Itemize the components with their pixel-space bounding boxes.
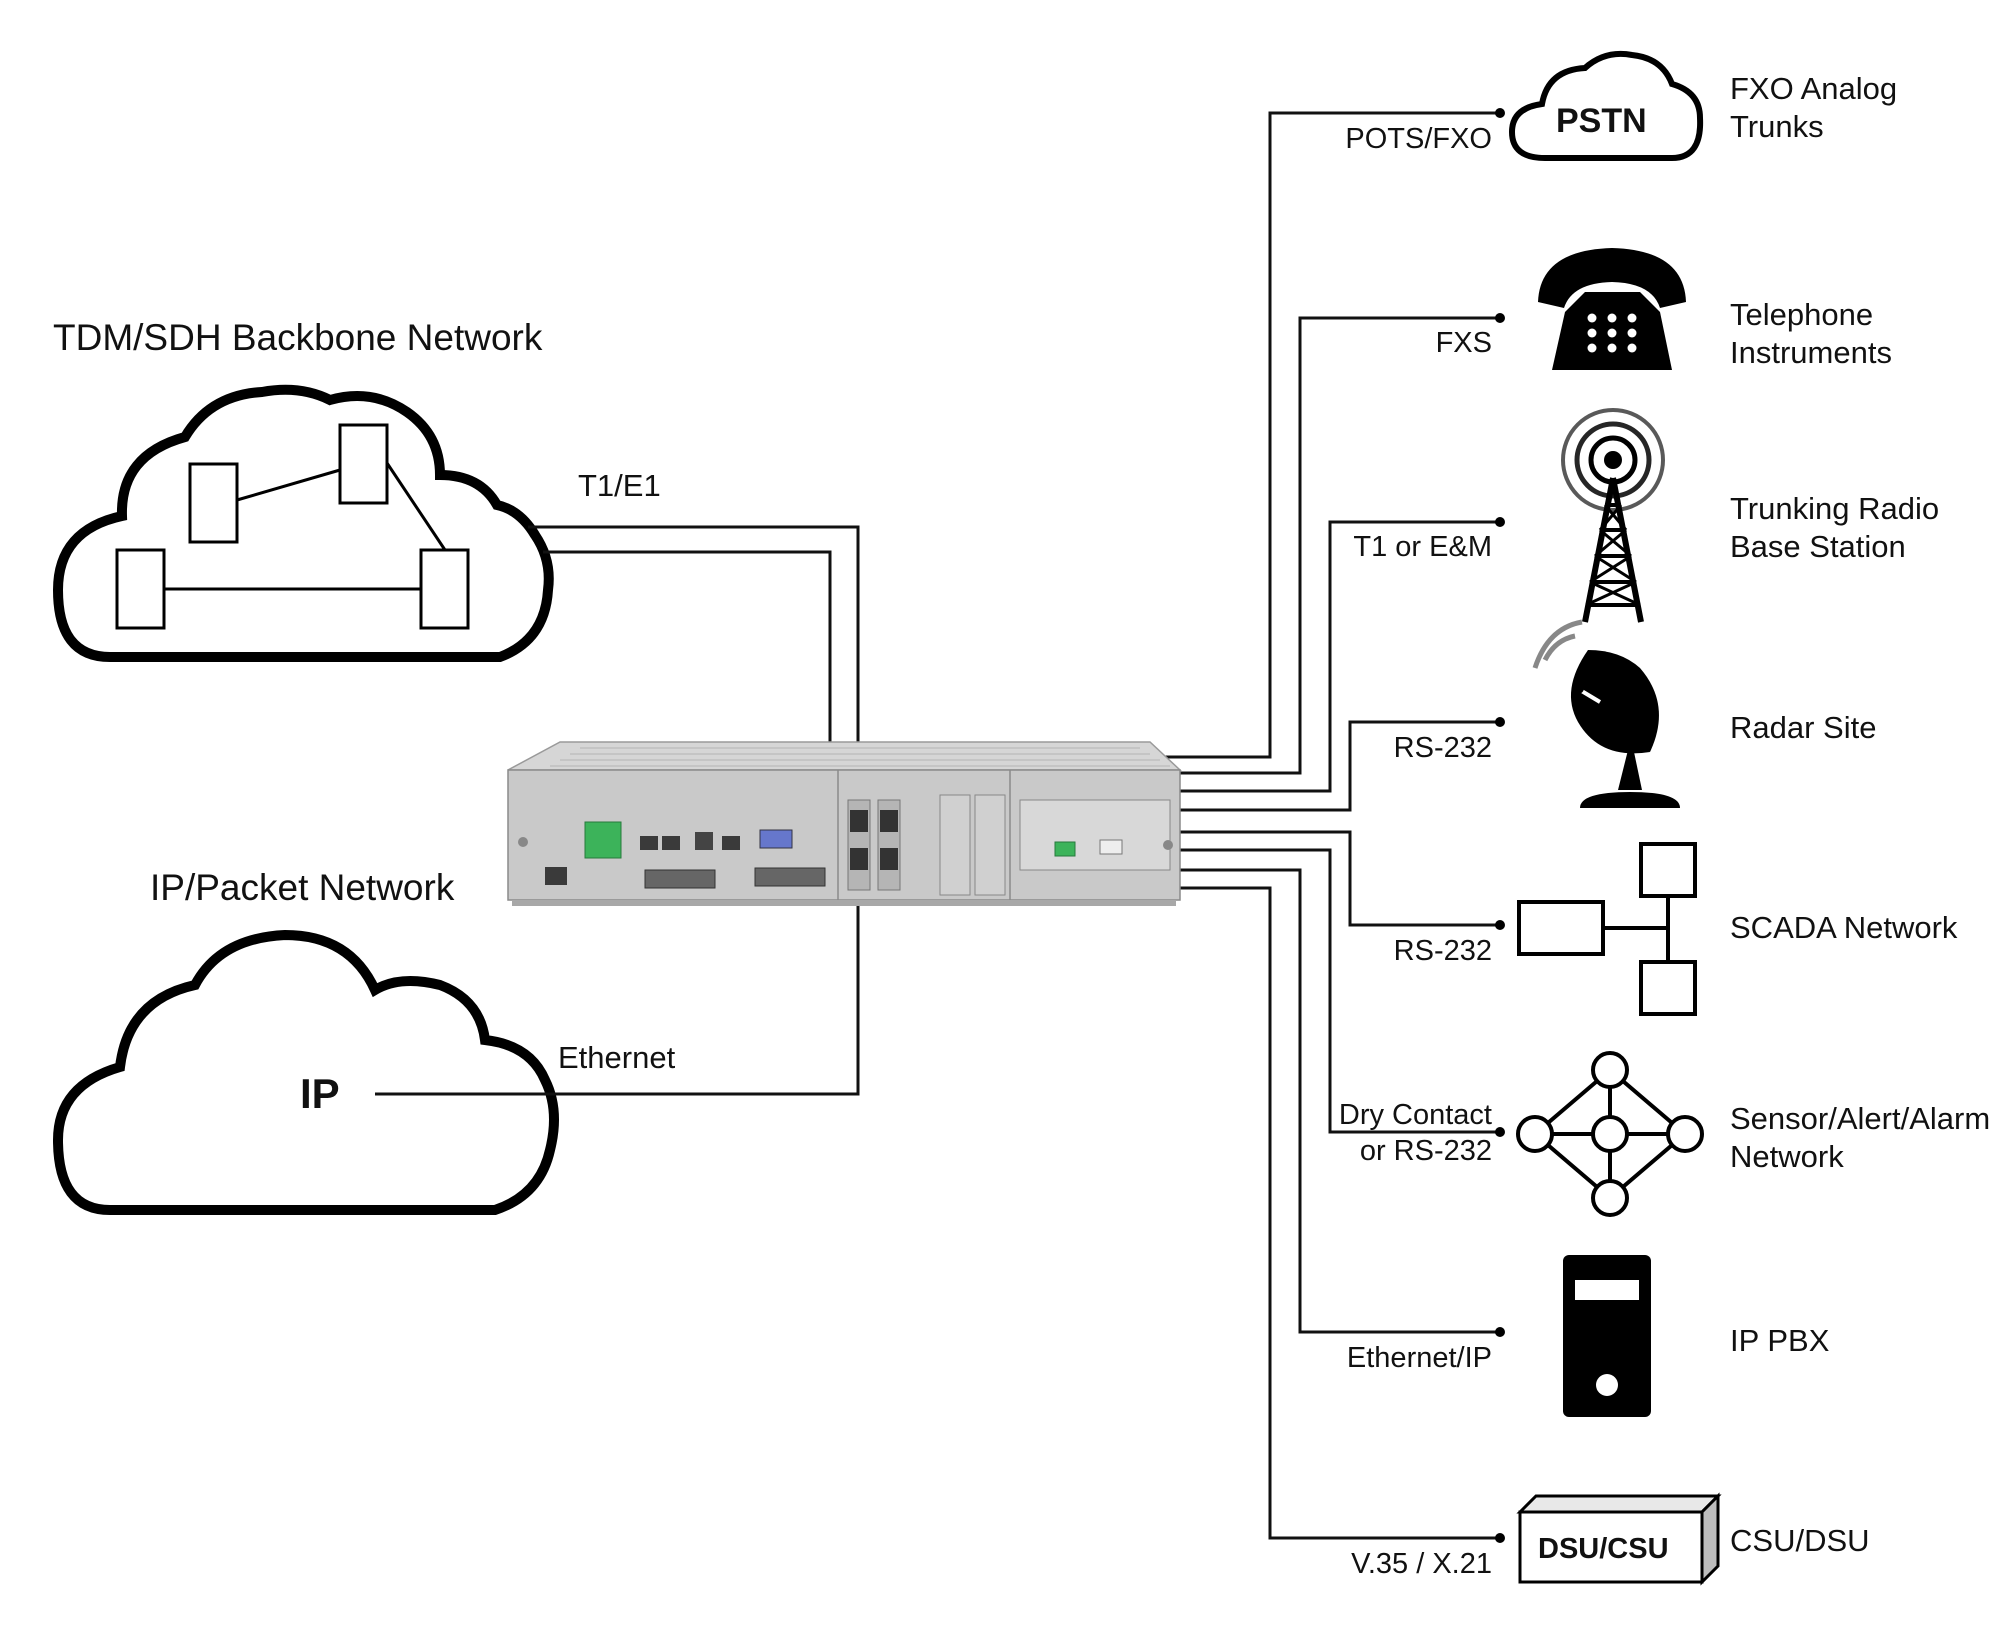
device-label: Instruments (1730, 335, 1892, 370)
pstn-cloud-icon: PSTN (1508, 50, 1704, 161)
terminal-block-icon (1054, 841, 1076, 857)
db37-connector-icon (644, 869, 716, 889)
pstn-icon-text: PSTN (1556, 102, 1647, 140)
port-label: RS-232 (1394, 732, 1492, 764)
tdm-network-title: TDM/SDH Backbone Network (53, 317, 543, 358)
sdh-node-icon (188, 462, 239, 544)
rj45-port-icon (662, 836, 680, 850)
t1e1-link (528, 525, 860, 742)
device-label: Telephone (1730, 297, 1873, 332)
sdh-node-icon (419, 548, 470, 630)
port-wire (1120, 868, 1500, 1334)
ip-network-title: IP/Packet Network (150, 867, 455, 908)
multiplexer-chassis (507, 741, 1182, 906)
db37-connector-icon (754, 867, 826, 887)
port-wire (1120, 848, 1500, 1134)
device-label: Trunking Radio (1730, 491, 1939, 526)
rj45-port-icon (850, 810, 868, 832)
port-label: RS-232 (1394, 935, 1492, 967)
ethernet-link-label: Ethernet (558, 1040, 676, 1075)
device-label: Trunks (1730, 109, 1824, 144)
rj45-port-icon (850, 848, 868, 870)
port-endpoint-dot (1495, 108, 1505, 118)
port-label: FXS (1436, 327, 1492, 359)
sfp-port-icon (695, 832, 713, 850)
telephone-icon (1538, 248, 1686, 370)
device-label: Sensor/Alert/Alarm (1730, 1101, 1990, 1136)
t1e1-link-label: T1/E1 (578, 468, 661, 503)
port-endpoint-dot (1495, 1127, 1505, 1137)
rj45-port-icon (545, 867, 567, 885)
sdh-node-icon (115, 548, 166, 630)
device-label: Radar Site (1730, 710, 1876, 745)
rj45-port-icon (640, 836, 658, 850)
port-label: T1 or E&M (1353, 531, 1492, 563)
dsu-csu-icon-text: DSU/CSU (1538, 1533, 1669, 1565)
radio-tower-icon (1561, 408, 1665, 623)
port-label: or RS-232 (1360, 1135, 1492, 1167)
rj45-port-icon (722, 836, 740, 850)
ip-packet-cloud (52, 929, 559, 1215)
port-wire (1120, 316, 1500, 775)
port-endpoint-dot (1495, 1533, 1505, 1543)
port-label: POTS/FXO (1345, 123, 1492, 155)
port-label: Ethernet/IP (1347, 1342, 1492, 1374)
server-tower-icon (1563, 1255, 1651, 1417)
port-wire (1120, 830, 1500, 927)
device-label: SCADA Network (1730, 910, 1958, 945)
device-label: CSU/DSU (1730, 1523, 1870, 1558)
port-endpoint-dot (1495, 920, 1505, 930)
port-wire (1120, 886, 1500, 1540)
device-label: Base Station (1730, 529, 1906, 564)
device-label: IP PBX (1730, 1323, 1830, 1358)
port-endpoint-dot (1495, 313, 1505, 323)
port-wire (1120, 720, 1500, 812)
sensor-network-icon (1516, 1051, 1704, 1217)
port-wires (1120, 108, 1505, 1543)
db15-connector-icon (759, 829, 793, 849)
scada-network-icon (1517, 842, 1697, 1016)
device-label: Network (1730, 1139, 1844, 1174)
ip-cloud-label: IP (300, 1070, 340, 1117)
port-endpoint-dot (1495, 517, 1505, 527)
ethernet-link (375, 905, 860, 1096)
rj45-port-icon (880, 810, 898, 832)
tdm-backbone-cloud (52, 384, 554, 662)
device-labels: FXO AnalogTrunksTelephoneInstrumentsTrun… (1730, 71, 1990, 1558)
port-label: Dry Contact (1339, 1099, 1492, 1131)
port-endpoint-dot (1495, 1327, 1505, 1337)
dsu-csu-box-icon: DSU/CSU (1516, 1492, 1722, 1586)
port-label: V.35 / X.21 (1351, 1548, 1492, 1580)
port-wire (1120, 520, 1500, 793)
device-label: FXO Analog (1730, 71, 1897, 106)
port-endpoint-dot (1495, 717, 1505, 727)
port-wire (1120, 111, 1500, 759)
terminal-block-icon (584, 821, 622, 859)
radar-dish-icon (1532, 619, 1680, 808)
rj45-port-icon (880, 848, 898, 870)
sdh-node-icon (338, 423, 389, 505)
